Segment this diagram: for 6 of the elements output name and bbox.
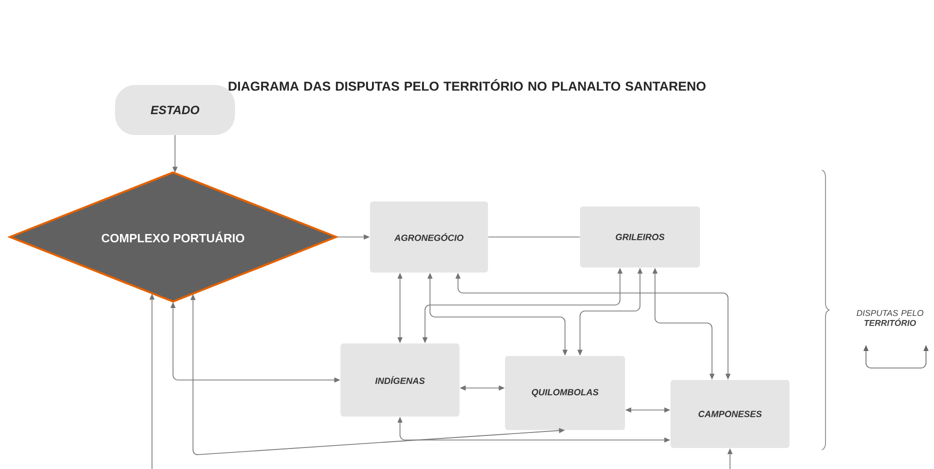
process-box: AGRONEGÓCIO <box>370 201 488 272</box>
process-box: CAMPONESES <box>670 380 790 448</box>
note-text: DISPUTAS PELO TERRITÓRIO <box>856 310 924 326</box>
process-box: QUILOMBOLAS <box>505 356 625 430</box>
process-box: INDÍGENAS <box>340 343 460 416</box>
process-box: GRILEIROS <box>580 206 700 268</box>
